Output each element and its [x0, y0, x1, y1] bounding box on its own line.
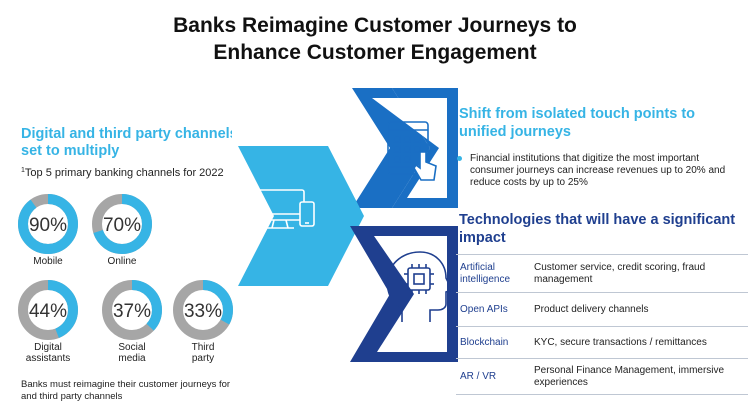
technologies-table: Artificial intelligence Customer service…: [456, 254, 748, 395]
technology-impact: Personal Finance Management, immersive e…: [530, 358, 748, 395]
ring-percent: 70%: [103, 215, 141, 236]
channel-ring: 33%: [173, 280, 233, 340]
technology-impact: KYC, secure transactions / remittances: [530, 326, 748, 359]
table-row: Blockchain KYC, secure transactions / re…: [456, 326, 748, 359]
ring-percent: 37%: [113, 301, 151, 322]
channel-ring: 44%: [18, 280, 78, 340]
technology-name: AR / VR: [456, 358, 530, 395]
bullet-item: Financial institutions that digitize the…: [456, 153, 741, 189]
ring-percent: 44%: [29, 301, 67, 322]
ring-label-line: Digital: [34, 342, 62, 353]
channels-footer: Banks must reimagine their customer jour…: [21, 379, 251, 402]
ring-percent: 90%: [29, 215, 67, 236]
ring-label-line: assistants: [25, 353, 71, 364]
channel-ring: 90%: [18, 194, 78, 254]
devices-icon: [255, 189, 315, 229]
technology-name: Open APIs: [456, 292, 530, 327]
ring-label-line: party: [191, 353, 215, 364]
bullet-dot-icon: [457, 156, 462, 161]
technology-impact: Product delivery channels: [530, 292, 748, 327]
ring-label-line: Social: [118, 342, 146, 353]
technology-name: Blockchain: [456, 326, 530, 359]
ring-value-arc: [92, 194, 152, 254]
table-row: Artificial intelligence Customer service…: [456, 254, 748, 293]
ring-label: Mobile: [8, 256, 88, 267]
channels-heading: Digital and third party channels set to …: [21, 126, 238, 159]
technology-impact: Customer service, credit scoring, fraud …: [530, 254, 748, 293]
tablet-touch-icon: [387, 121, 437, 181]
ring-label-line: Online: [107, 256, 137, 267]
technologies-heading: Technologies that will have a significan…: [459, 212, 736, 246]
bullet-text: Financial institutions that digitize the…: [470, 153, 726, 188]
footnote-marker: 1: [21, 167, 25, 174]
touchpoints-heading: Shift from isolated touch points to unif…: [459, 106, 696, 140]
channels-subheading: 1Top 5 primary banking channels for 2022: [21, 167, 224, 179]
page-title: Banks Reimagine Customer Journeys to Enh…: [0, 12, 750, 66]
channel-ring: 37%: [102, 280, 162, 340]
title-line-2: Enhance Customer Engagement: [213, 41, 537, 64]
ring-percent: 33%: [184, 301, 222, 322]
channel-ring: 70%: [92, 194, 152, 254]
table-row: AR / VR Personal Finance Management, imm…: [456, 358, 748, 395]
ai-head-icon: [386, 251, 454, 322]
ring-label-line: media: [118, 353, 146, 364]
table-row: Open APIs Product delivery channels: [456, 292, 748, 327]
ring-value-arc: [18, 194, 78, 254]
ring-value-arc: [102, 280, 162, 340]
ring-label-line: Mobile: [33, 256, 63, 267]
technology-name: Artificial intelligence: [456, 254, 530, 293]
ring-value-arc: [18, 280, 78, 340]
ring-label: Online: [82, 256, 162, 267]
chevron-shapes: [232, 86, 462, 412]
ring-label-line: Third: [191, 342, 215, 353]
ring-value-arc: [173, 280, 233, 340]
channels-subheading-text: Top 5 primary banking channels for 2022: [24, 167, 224, 179]
title-line-1: Banks Reimagine Customer Journeys to: [173, 14, 577, 37]
